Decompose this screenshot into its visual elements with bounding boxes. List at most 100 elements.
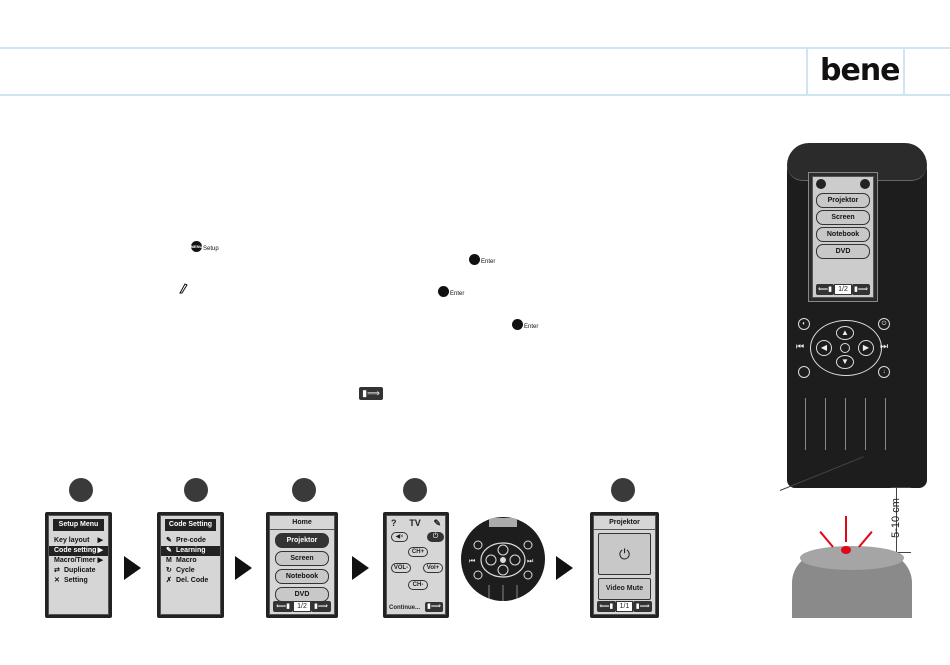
remote-left-button[interactable]: ◀ [816, 340, 832, 356]
distance-line [896, 487, 897, 553]
prev-page-button[interactable]: ⟸▮ [273, 600, 294, 612]
learning-pen-icon [179, 283, 188, 294]
remote-dpad-ring [810, 320, 882, 376]
cycle-icon: ↻ [166, 567, 172, 574]
menu-item-macro-timer[interactable]: Macro/Timer▶ [54, 557, 103, 564]
next-page-button[interactable]: ▮⟹ [310, 600, 331, 612]
step-arrow-1 [124, 556, 141, 580]
projektor-title: Projektor [594, 516, 655, 530]
remote-button-dvd[interactable]: DVD [816, 244, 870, 259]
bene-logo: bene [820, 53, 901, 88]
menu-item-cycle[interactable]: ↻Cycle [166, 567, 195, 574]
remote-input-button[interactable]: ◐ [798, 318, 810, 330]
tv-screen: ? TV ✎ ◀× ⏻ CH+ VOL- Vol+ CH- Continue..… [383, 512, 449, 618]
step-circle-3 [292, 478, 316, 502]
continue-button[interactable]: ▮⟹ [425, 602, 443, 612]
pen-icon[interactable]: ✎ [433, 518, 441, 528]
remote-display: Projektor Screen Notebook DVD ⟸▮ 1/2 ▮⟹ [808, 172, 878, 302]
header-divider-right [903, 48, 905, 95]
tv-header: ? TV ✎ [387, 516, 445, 531]
step-arrow-2 [235, 556, 252, 580]
power-button[interactable]: ⏻ [427, 532, 444, 542]
page-indicator: 1/1 [615, 600, 634, 612]
remote-closeup-buttons-icon: ⏮ ⏭ [469, 518, 534, 601]
remote-button-notebook[interactable]: Notebook [816, 227, 870, 242]
page-indicator: 1/2 [293, 600, 311, 612]
step-arrow-3 [352, 556, 369, 580]
remote-groove-5 [885, 398, 886, 450]
projektor-power-button[interactable]: ⏻ [598, 533, 651, 575]
remote-ok-button[interactable] [840, 343, 850, 353]
remote-enter-button[interactable]: ↓ [878, 366, 890, 378]
original-remote-top [800, 546, 904, 570]
remote-right-button[interactable]: ▶ [858, 340, 874, 356]
enter-icon-3: Enter [512, 319, 538, 330]
home-title: Home [270, 516, 334, 530]
svg-text:⏭: ⏭ [527, 557, 534, 565]
home-button-projektor[interactable]: Projektor [275, 533, 329, 548]
remote-page-indicator: 1/2 [834, 283, 852, 295]
pre-code-icon: ✎ [166, 537, 172, 544]
setup-menu-screen: Setup Menu Key layout▶ Code setting▶ Mac… [45, 512, 112, 618]
step-circle-2 [184, 478, 208, 502]
enter-key-icon [469, 254, 480, 265]
menu-key-icon: MENU [191, 241, 202, 252]
distance-cap-bottom [891, 552, 911, 553]
ir-led-icon [841, 546, 851, 554]
enter-label: Enter [481, 259, 496, 265]
vol-down-button[interactable]: VOL- [391, 563, 411, 573]
remote-prev-page-button[interactable]: ⟸▮ [816, 283, 834, 295]
remote-up-button[interactable]: ▲ [836, 326, 854, 340]
menu-item-del-code[interactable]: ✗Del. Code [166, 577, 209, 584]
ch-up-button[interactable]: CH+ [408, 547, 428, 557]
enter-icon-2: Enter [438, 286, 464, 297]
enter-key-icon [512, 319, 523, 330]
mute-button[interactable]: ◀× [391, 532, 408, 542]
menu-setup-icon: MENU Setup [191, 241, 219, 252]
macro-icon: M [166, 557, 172, 564]
home-navbar: ⟸▮ 1/2 ▮⟹ [273, 600, 331, 612]
setup-menu-title: Setup Menu [53, 519, 104, 531]
menu-item-key-layout[interactable]: Key layout▶ [54, 537, 103, 544]
ir-ray-left [819, 531, 834, 548]
header-top-line [0, 47, 950, 49]
help-icon[interactable]: ? [391, 518, 397, 528]
next-page-button[interactable]: ▮⟹ [633, 600, 652, 612]
remote-groove-3 [845, 398, 846, 450]
video-mute-button[interactable]: Video Mute [598, 578, 651, 600]
learning-icon: ✎ [166, 547, 172, 554]
home-button-notebook[interactable]: Notebook [275, 569, 329, 584]
remote-blank-button[interactable] [798, 366, 810, 378]
remote-down-button[interactable]: ▼ [836, 355, 854, 369]
enter-label: Enter [450, 291, 465, 297]
duplicate-icon: ⇄ [54, 567, 60, 574]
remote-next-icon[interactable]: ⏭ [880, 342, 889, 352]
remote-next-page-button[interactable]: ▮⟹ [851, 283, 870, 295]
svg-text:⏮: ⏮ [469, 557, 475, 565]
remote-power-button[interactable]: ⏻ [878, 318, 890, 330]
menu-item-setting[interactable]: ✕Setting [54, 577, 88, 584]
menu-item-learning[interactable]: ✎Learning [161, 546, 220, 556]
vol-up-button[interactable]: Vol+ [423, 563, 443, 573]
menu-item-pre-code[interactable]: ✎Pre-code [166, 537, 206, 544]
ir-ray-center [845, 516, 847, 542]
home-screen: Home Projektor Screen Notebook DVD ⟸▮ 1/… [266, 512, 338, 618]
remote-prev-icon[interactable]: ⏮ [796, 342, 805, 352]
remote-button-screen[interactable]: Screen [816, 210, 870, 225]
ir-ray-right [858, 531, 873, 548]
remote-left-indicator-icon [816, 179, 826, 189]
header-divider-left [806, 48, 808, 95]
prev-page-button[interactable]: ⟸▮ [597, 600, 616, 612]
delete-icon: ✗ [166, 577, 172, 584]
home-button-screen[interactable]: Screen [275, 551, 329, 566]
menu-item-duplicate[interactable]: ⇄Duplicate [54, 567, 96, 574]
continue-label: Continue... [389, 605, 420, 611]
ch-down-button[interactable]: CH- [408, 580, 428, 590]
remote-button-projektor[interactable]: Projektor [816, 193, 870, 208]
projektor-navbar: ⟸▮ 1/1 ▮⟹ [597, 600, 652, 612]
projektor-screen: Projektor ⏻ Video Mute ⟸▮ 1/1 ▮⟹ [590, 512, 659, 618]
menu-item-code-setting[interactable]: Code setting▶ [49, 546, 108, 556]
distance-label: 5-10 cm [890, 498, 902, 538]
